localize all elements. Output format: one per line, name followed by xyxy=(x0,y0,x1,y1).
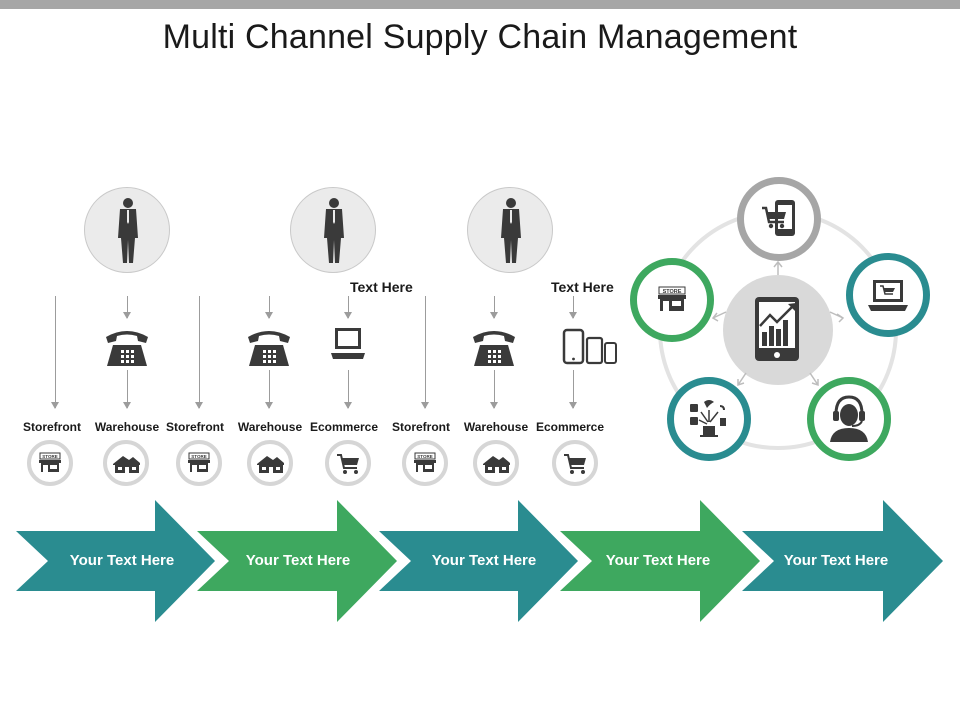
store-icon: STORE xyxy=(658,286,686,311)
cycle-node-laptop-cart xyxy=(846,253,930,337)
cycle-node-support-agent xyxy=(807,377,891,461)
section-heading-2: Text Here xyxy=(551,279,614,295)
process-arrow-4 xyxy=(560,500,760,622)
store-sign-text: STORE xyxy=(191,454,206,459)
connector-line xyxy=(490,370,498,409)
store-icon: STORE xyxy=(188,452,210,472)
telephone-icon xyxy=(473,331,515,366)
connector-line xyxy=(490,296,498,319)
connector-line xyxy=(344,296,352,319)
channel-chip-ecommerce xyxy=(552,440,598,486)
house-icon xyxy=(113,456,140,473)
process-arrow-1-text: Your Text Here xyxy=(69,552,175,569)
channel-label: Ecommerce xyxy=(309,420,379,434)
process-arrow-3 xyxy=(379,500,578,622)
channel-chip-warehouse xyxy=(473,440,519,486)
cycle-node-storefront: STORE xyxy=(630,258,714,342)
connector-line xyxy=(265,296,273,319)
cart-icon xyxy=(337,454,359,474)
channel-chip-ecommerce xyxy=(325,440,371,486)
section-heading-1: Text Here xyxy=(350,279,413,295)
connector-line xyxy=(265,370,273,409)
connector-line xyxy=(569,296,577,319)
social-media-icon xyxy=(690,400,726,437)
channel-chip-warehouse xyxy=(103,440,149,486)
connector-line xyxy=(195,296,203,409)
process-arrow-4-text: Your Text Here xyxy=(605,552,711,569)
process-arrow-5-text: Your Text Here xyxy=(783,552,889,569)
cycle-node-social-media xyxy=(667,377,751,461)
process-arrow-1 xyxy=(16,500,215,622)
process-arrow-2-text: Your Text Here xyxy=(245,552,351,569)
tablet-growth-chart-icon xyxy=(755,297,799,361)
channel-label: Storefront xyxy=(23,420,81,434)
store-sign-text: STORE xyxy=(42,454,57,459)
channel-label: Storefront xyxy=(166,420,224,434)
connector-line xyxy=(123,296,131,319)
store-sign-text: STORE xyxy=(417,454,432,459)
telephone-icon xyxy=(248,331,290,366)
mobile-cart-icon xyxy=(762,200,795,236)
channel-chip-storefront: STORE xyxy=(176,440,222,486)
house-icon xyxy=(483,456,510,473)
person-avatar-3 xyxy=(467,187,553,273)
businessman-icon xyxy=(501,198,521,263)
laptop-icon xyxy=(331,328,365,359)
process-arrow-5 xyxy=(742,500,943,622)
support-agent-icon xyxy=(830,395,868,442)
connector-line xyxy=(421,296,429,409)
connector-line xyxy=(51,296,59,409)
cart-icon xyxy=(564,454,586,474)
store-icon: STORE xyxy=(39,452,61,472)
channel-label: Storefront xyxy=(392,420,450,434)
cycle-node-mobile-cart xyxy=(737,177,821,261)
channel-label: Ecommerce xyxy=(535,420,605,434)
store-sign-text: STORE xyxy=(663,289,682,295)
person-avatar-2 xyxy=(290,187,376,273)
channel-label: Warehouse xyxy=(94,420,160,434)
mobile-devices-icon xyxy=(562,328,617,365)
businessman-icon xyxy=(118,198,138,263)
channel-label: Warehouse xyxy=(463,420,529,434)
store-icon: STORE xyxy=(414,452,436,472)
channel-label: Warehouse xyxy=(237,420,303,434)
process-arrow-3-text: Your Text Here xyxy=(431,552,537,569)
channel-chip-storefront: STORE xyxy=(27,440,73,486)
telephone-icon xyxy=(106,331,148,366)
house-icon xyxy=(257,456,284,473)
connector-line xyxy=(344,370,352,409)
page-title: Multi Channel Supply Chain Management xyxy=(162,18,798,56)
connector-line xyxy=(123,370,131,409)
channel-chip-warehouse xyxy=(247,440,293,486)
channel-chip-storefront: STORE xyxy=(402,440,448,486)
businessman-icon xyxy=(324,198,344,263)
process-arrows xyxy=(16,500,943,622)
connector-line xyxy=(569,370,577,409)
person-avatar-1 xyxy=(84,187,170,273)
laptop-cart-icon xyxy=(868,280,908,311)
top-accent-bar xyxy=(0,0,960,9)
process-arrow-2 xyxy=(197,500,397,622)
